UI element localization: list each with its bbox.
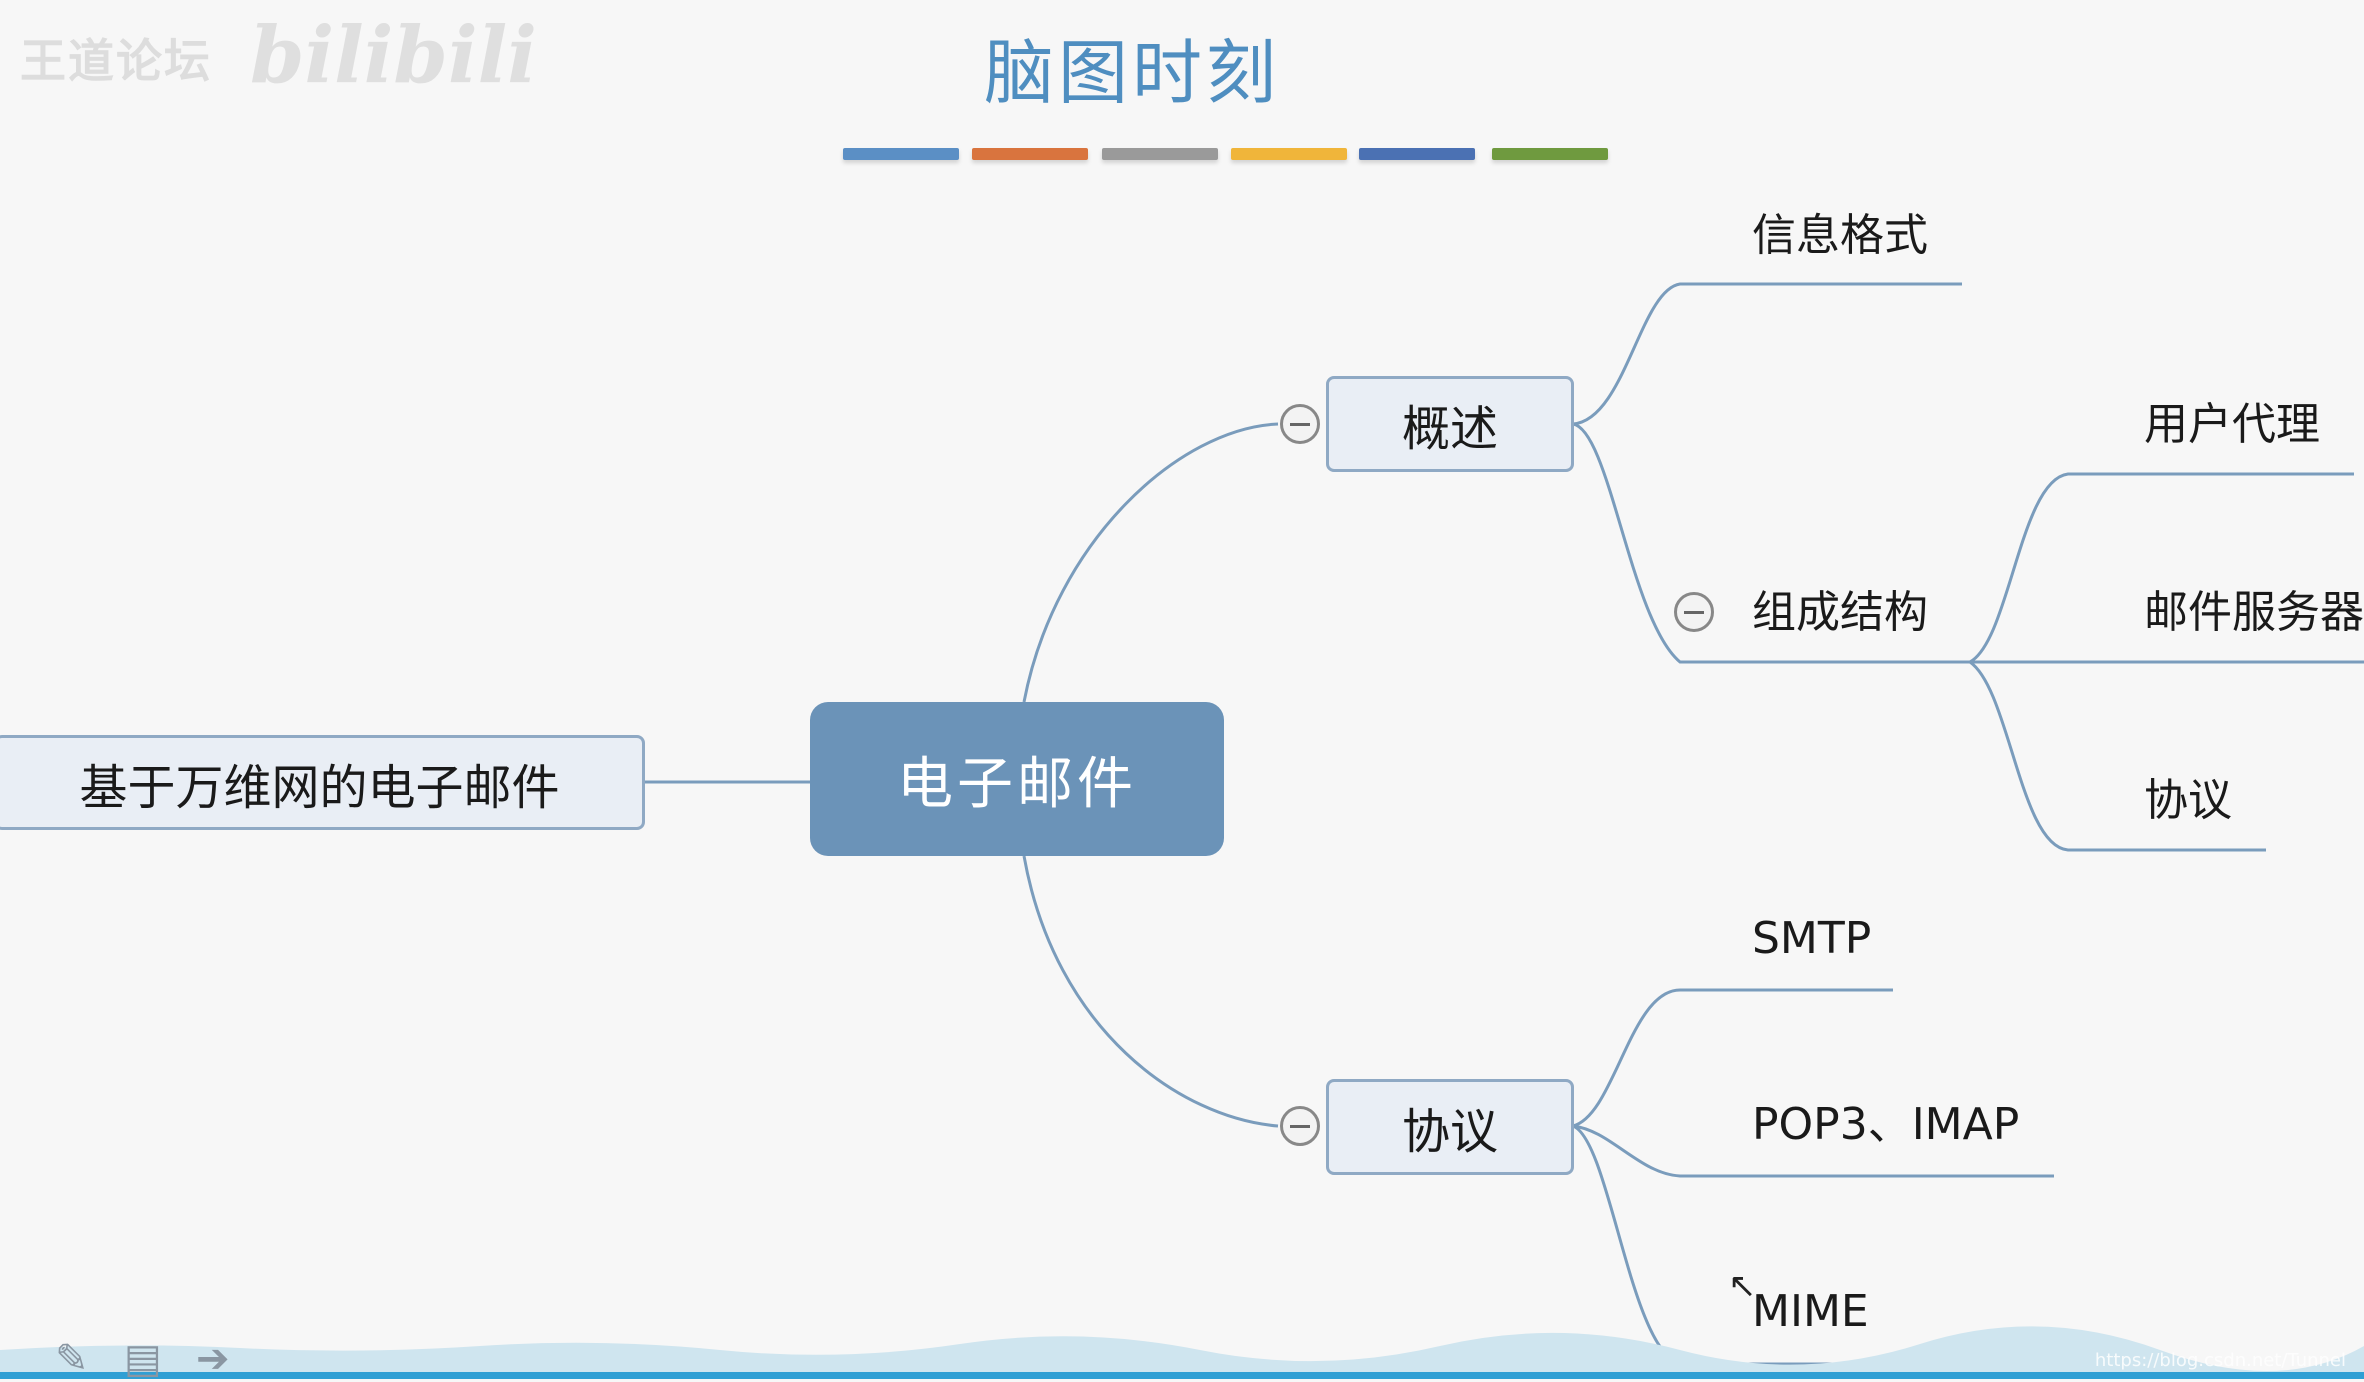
connector-protocol-leaf: [1969, 660, 2266, 852]
node-email-root-label: 电子邮件: [897, 751, 1137, 817]
node-protocols-label: 协议: [1401, 1104, 1498, 1160]
page-title: 脑图时刻: [984, 32, 1280, 114]
leaf-mime[interactable]: MIME: [1752, 1286, 1869, 1337]
collapse-structure-icon[interactable]: [1674, 592, 1714, 632]
leaf-pop-imap[interactable]: POP3、IMAP: [1752, 1099, 2020, 1150]
connector-overview: [1022, 422, 1279, 703]
color-bar-4: [1231, 148, 1347, 160]
node-email-root[interactable]: 电子邮件: [810, 702, 1224, 856]
bilibili-logo: bilibili: [250, 10, 537, 101]
pen-icon[interactable]: ✎: [55, 1336, 89, 1382]
connector-format: [1572, 282, 1962, 426]
node-web-email[interactable]: 基于万维网的电子邮件: [0, 735, 645, 830]
node-overview[interactable]: 概述: [1326, 376, 1574, 472]
color-bar-5: [1359, 148, 1475, 160]
leaf-structure[interactable]: 组成结构: [1752, 587, 1928, 638]
forum-watermark: 王道论坛: [20, 34, 212, 88]
collapse-protocols-icon[interactable]: [1280, 1106, 1320, 1146]
connector-agent: [1969, 472, 2354, 664]
next-arrow-icon[interactable]: ➔: [196, 1336, 230, 1382]
connector-smtp: [1572, 988, 1893, 1128]
connector-protocols: [1022, 855, 1279, 1128]
node-protocols[interactable]: 协议: [1326, 1079, 1574, 1175]
color-bar-3: [1102, 148, 1218, 160]
connector-pop: [1572, 1124, 2054, 1178]
node-overview-label: 概述: [1401, 401, 1498, 457]
leaf-smtp[interactable]: SMTP: [1752, 913, 1872, 964]
leaf-user-agent[interactable]: 用户代理: [2144, 399, 2320, 450]
source-url: https://blog.csdn.net/Tunnel: [2094, 1350, 2346, 1371]
note-icon[interactable]: ▤: [124, 1336, 162, 1382]
leaf-format[interactable]: 信息格式: [1752, 210, 1928, 261]
node-web-email-label: 基于万维网的电子邮件: [79, 759, 560, 816]
connector-structure: [1572, 422, 1970, 664]
color-bar-6: [1492, 148, 1608, 160]
mouse-cursor-icon: ↖: [1728, 1266, 1757, 1306]
leaf-mail-server[interactable]: 邮件服务器: [2144, 587, 2364, 638]
collapse-overview-icon[interactable]: [1280, 404, 1320, 444]
color-bar-1: [843, 148, 959, 160]
leaf-protocol[interactable]: 协议: [2144, 775, 2232, 826]
color-bar-2: [972, 148, 1088, 160]
bottom-wave-decoration: [0, 1326, 2364, 1379]
